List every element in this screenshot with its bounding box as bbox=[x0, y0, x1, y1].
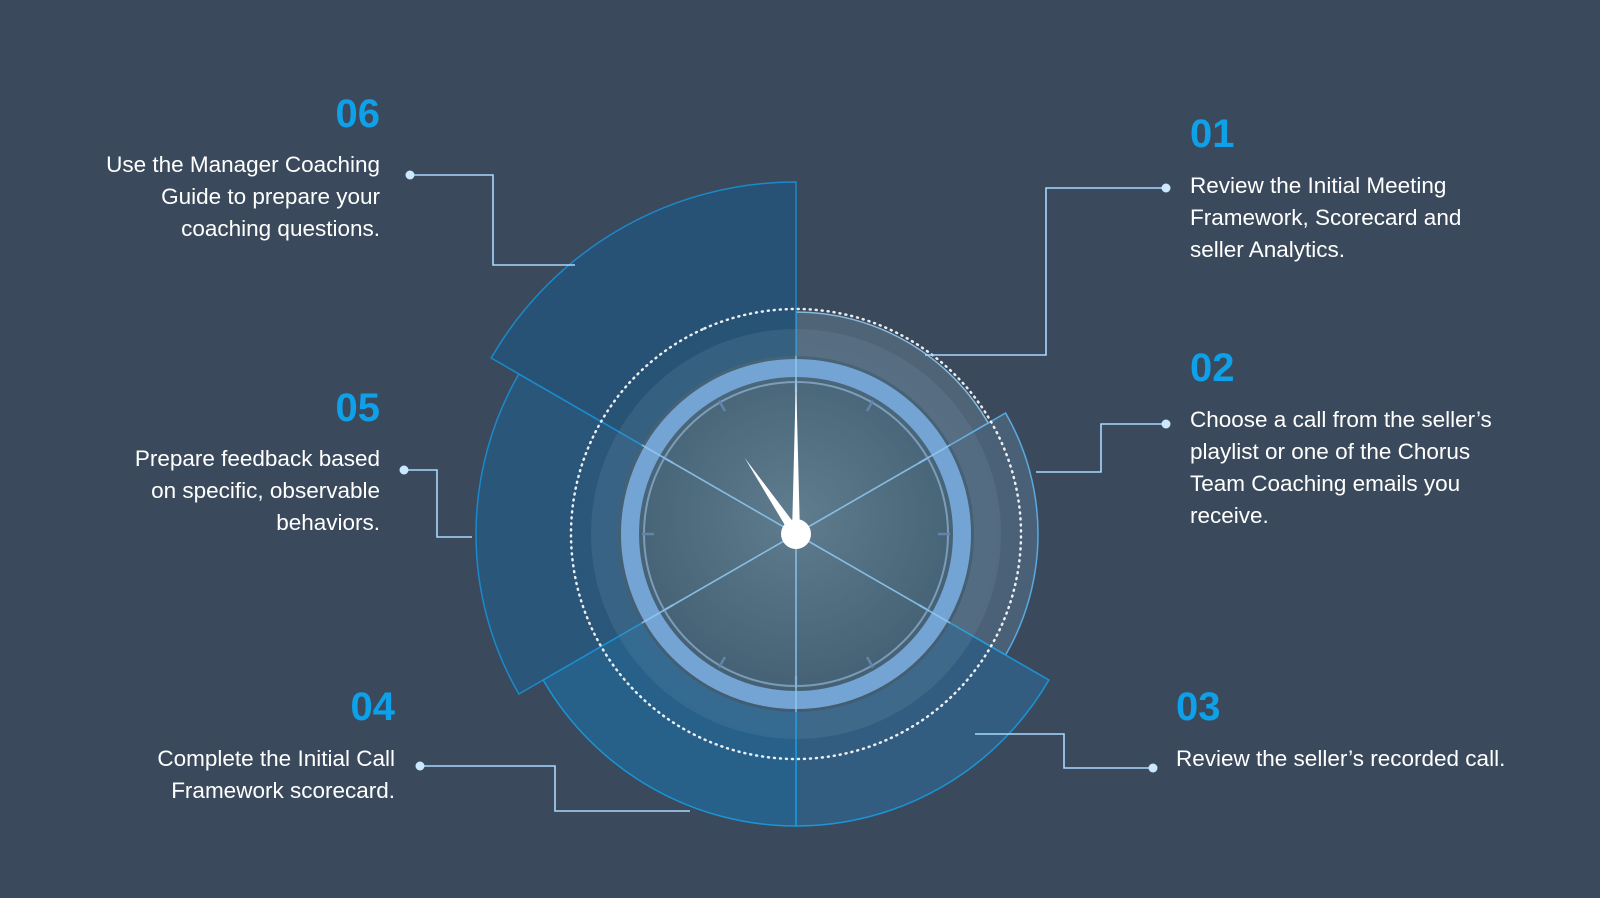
hand-hub bbox=[781, 519, 811, 549]
step-description-line: Guide to prepare your bbox=[161, 184, 380, 209]
step-02: 02 Choose a call from the seller’s playl… bbox=[1190, 346, 1570, 532]
step-description: Review the seller’s recorded call. bbox=[1176, 743, 1576, 775]
step-description-line: Team Coaching emails you bbox=[1190, 471, 1461, 496]
connector-02-dot bbox=[1161, 419, 1171, 429]
step-04: 04 Complete the Initial Call Framework s… bbox=[35, 685, 395, 807]
step-description: Prepare feedback based on specific, obse… bbox=[40, 443, 380, 539]
connector-04 bbox=[420, 765, 690, 812]
step-description-line: Complete the Initial Call bbox=[157, 746, 395, 771]
step-number: 03 bbox=[1176, 685, 1221, 729]
step-05: 05 Prepare feedback based on specific, o… bbox=[40, 386, 380, 539]
connector-03 bbox=[975, 733, 1153, 769]
step-connectors bbox=[399, 170, 1171, 812]
step-description: Choose a call from the seller’s playlist… bbox=[1190, 404, 1570, 532]
step-description-line: behaviors. bbox=[276, 510, 380, 535]
step-number: 02 bbox=[1190, 346, 1235, 390]
clock-spoke bbox=[641, 444, 797, 535]
step-description: Use the Manager Coaching Guide to prepar… bbox=[40, 149, 380, 245]
clock-spoke bbox=[641, 533, 797, 624]
step-description-line: coaching questions. bbox=[181, 216, 380, 241]
step-description-line: playlist or one of the Chorus bbox=[1190, 439, 1471, 464]
connector-06 bbox=[410, 174, 575, 266]
step-description-line: Prepare feedback based bbox=[134, 446, 380, 471]
step-description-line: Review the seller’s recorded call. bbox=[1176, 746, 1506, 771]
connector-01-dot bbox=[1161, 183, 1171, 193]
step-description-line: Review the Initial Meeting bbox=[1190, 173, 1447, 198]
connector-04-dot bbox=[415, 761, 425, 771]
connector-01 bbox=[925, 187, 1166, 356]
connector-05 bbox=[404, 469, 472, 538]
step-description-line: on specific, observable bbox=[151, 478, 380, 503]
step-03: 03 Review the seller’s recorded call. bbox=[1176, 685, 1576, 775]
step-description-line: receive. bbox=[1190, 503, 1269, 528]
minute-hand bbox=[792, 376, 800, 534]
step-description-line: Use the Manager Coaching bbox=[106, 152, 380, 177]
connector-03-dot bbox=[1148, 763, 1158, 773]
step-01: 01 Review the Initial Meeting Framework,… bbox=[1190, 112, 1570, 266]
clock-tick bbox=[865, 400, 875, 412]
connector-05-dot bbox=[399, 465, 409, 475]
clock-tick bbox=[865, 656, 875, 668]
clock-spoke bbox=[795, 533, 951, 624]
step-06: 06 Use the Manager Coaching Guide to pre… bbox=[40, 92, 380, 245]
clock-spoke bbox=[795, 444, 951, 535]
step-description: Review the Initial Meeting Framework, Sc… bbox=[1190, 170, 1570, 266]
step-description: Complete the Initial Call Framework scor… bbox=[35, 743, 395, 807]
step-description-line: seller Analytics. bbox=[1190, 237, 1346, 262]
connector-06-dot bbox=[405, 170, 415, 180]
clock-hands bbox=[744, 376, 811, 549]
clock-tick bbox=[717, 656, 727, 668]
step-number: 05 bbox=[335, 386, 381, 430]
dotted-ring bbox=[569, 307, 1023, 761]
hour-hand bbox=[744, 457, 800, 537]
clock-tick bbox=[717, 400, 727, 412]
step-number: 06 bbox=[335, 92, 381, 136]
step-number: 04 bbox=[350, 685, 396, 729]
step-number: 01 bbox=[1190, 112, 1235, 156]
step-description-line: Framework scorecard. bbox=[171, 778, 395, 803]
step-description-line: Framework, Scorecard and bbox=[1190, 205, 1462, 230]
step-description-line: Choose a call from the seller’s bbox=[1190, 407, 1492, 432]
connector-02 bbox=[1036, 423, 1166, 473]
